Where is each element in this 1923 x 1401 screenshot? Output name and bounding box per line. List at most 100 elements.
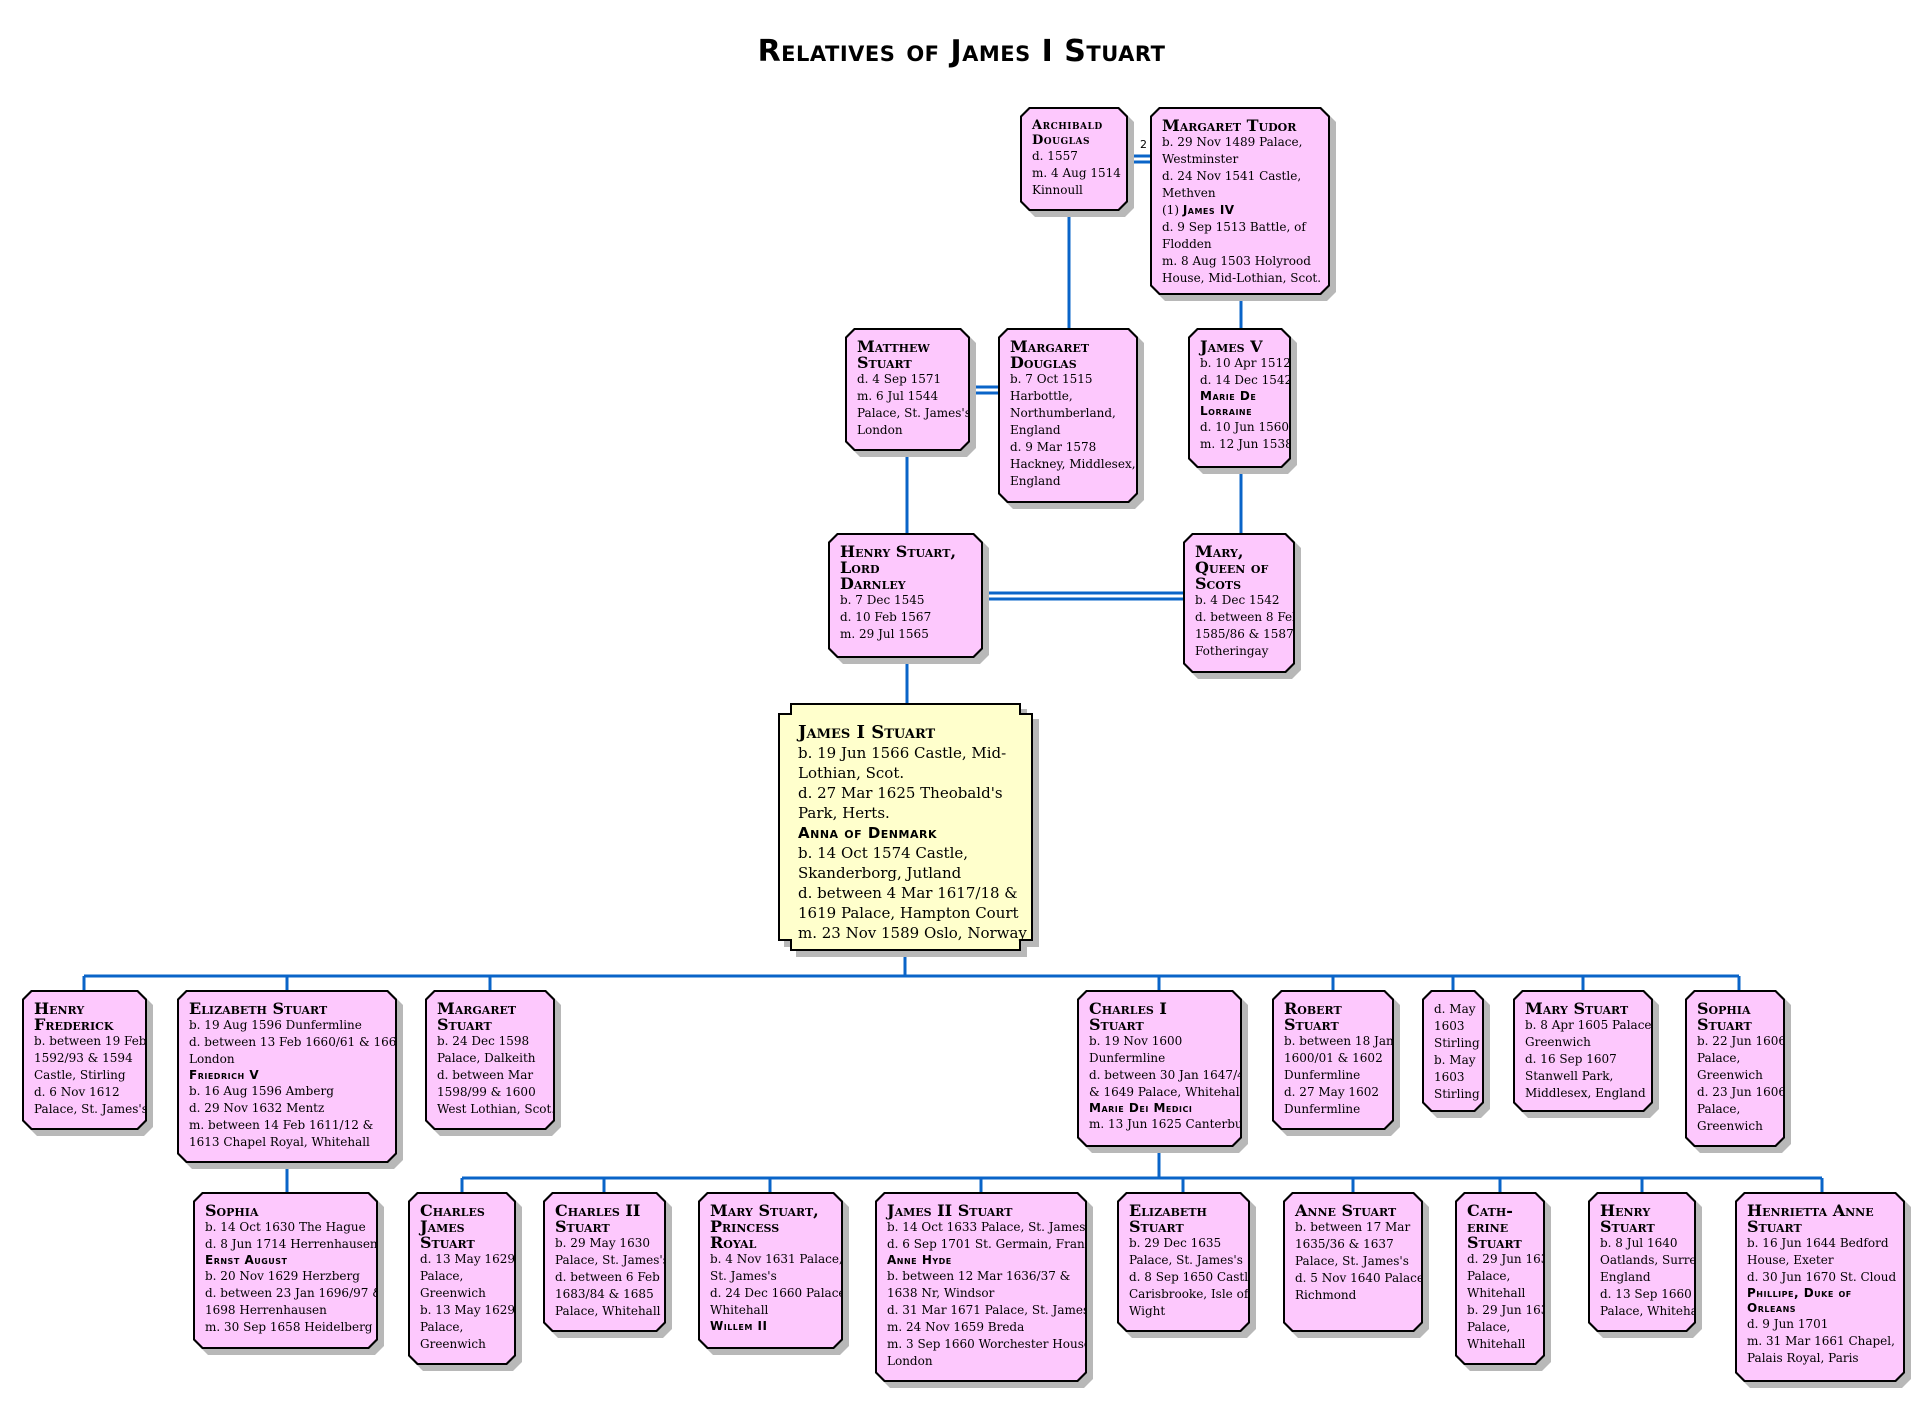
person-name: Princess	[710, 1217, 780, 1236]
detail-line: Oatlands, Surrey,	[1600, 1253, 1706, 1267]
person-name: James	[420, 1217, 465, 1236]
detail-line: d. 27 Mar 1625 Theobald's	[798, 784, 1003, 802]
detail-line: d. 1557	[1032, 149, 1078, 163]
person-name: Queen of	[1195, 558, 1269, 577]
detail-line: 1585/86 & 1587	[1195, 627, 1294, 641]
detail-line: Greenwich	[420, 1337, 486, 1351]
detail-line: 1635/36 & 1637	[1295, 1237, 1394, 1251]
detail-line: b. 29 Nov 1489 Palace,	[1162, 135, 1303, 149]
spouse-name: Marie De	[1200, 389, 1257, 403]
person-name: Douglas	[1010, 353, 1077, 372]
person-name: Stuart	[857, 353, 912, 372]
person-name: Darnley	[840, 574, 906, 593]
detail-line: d. 6 Nov 1612	[34, 1085, 120, 1099]
detail-line: Greenwich	[1697, 1119, 1763, 1133]
detail-line: England	[1010, 474, 1061, 488]
person-name: Henrietta Anne	[1747, 1201, 1874, 1220]
detail-line: d. 16 Sep 1607	[1525, 1052, 1617, 1066]
person-name: Scots	[1195, 574, 1242, 593]
detail-line: d. between 23 Jan 1696/97 &	[205, 1286, 383, 1300]
detail-line: b. between 17 Mar	[1295, 1220, 1411, 1234]
detail-line: d. 10 Feb 1567	[840, 610, 932, 624]
person-name: Frederick	[34, 1015, 114, 1034]
detail-line: 1698 Herrenhausen	[205, 1303, 327, 1317]
detail-line: Carisbrooke, Isle of	[1129, 1287, 1249, 1301]
detail-line: Northumberland,	[1010, 406, 1116, 420]
detail-line: m. 4 Aug 1514	[1032, 166, 1121, 180]
detail-line: Greenwich	[1525, 1035, 1591, 1049]
detail-line: Palace,	[1467, 1269, 1511, 1283]
person-name: Charles I	[1089, 999, 1167, 1018]
detail-line: d. between 6 Feb	[555, 1270, 660, 1284]
detail-line: b. 19 Jun 1566 Castle, Mid-	[798, 744, 1007, 762]
detail-line: b. 19 Aug 1596 Dunfermline	[189, 1018, 362, 1032]
detail-line: b. 14 Oct 1574 Castle,	[798, 844, 969, 862]
detail-line: b. 29 Dec 1635	[1129, 1236, 1222, 1250]
person-name: Henry Stuart,	[840, 542, 957, 561]
detail-line: 1683/84 & 1685	[555, 1287, 654, 1301]
person-name: Stuart	[1467, 1233, 1522, 1252]
marriage-number: (1)	[1162, 203, 1183, 217]
spouse-name: Willem II	[710, 1319, 768, 1333]
detail-line: m. 6 Jul 1544	[857, 389, 939, 403]
person-name: Margaret	[437, 999, 517, 1018]
person-name: Margaret Tudor	[1162, 116, 1297, 135]
person-name: Royal	[710, 1233, 757, 1252]
detail-line: Castle, Stirling	[34, 1068, 126, 1082]
person-name: Sophia	[1697, 999, 1751, 1018]
person-name: Mary,	[1195, 542, 1244, 561]
detail-line: Greenwich	[420, 1286, 486, 1300]
spouse-name: James IV	[1182, 203, 1235, 217]
detail-line: d. 5 Nov 1640 Palace,	[1295, 1271, 1428, 1285]
person-name: Cath-	[1467, 1201, 1513, 1220]
detail-line: m. between 14 Feb 1611/12 &	[189, 1118, 374, 1132]
detail-line: b. 16 Jun 1644 Bedford	[1747, 1236, 1889, 1250]
detail-line: b. 29 May 1630	[555, 1236, 650, 1250]
detail-line: b. 24 Dec 1598	[437, 1034, 530, 1048]
detail-line: Palace, Whitehall	[1600, 1304, 1706, 1318]
detail-line: d. 29 Jun 1639	[1467, 1252, 1557, 1266]
detail-line: b. 19 Nov 1600	[1089, 1034, 1183, 1048]
detail-line: 1638 Nr, Windsor	[887, 1286, 995, 1300]
detail-line: Park, Herts.	[798, 804, 890, 822]
person-name: Stuart	[1697, 1015, 1752, 1034]
detail-line: Palace, St. James's	[555, 1253, 669, 1267]
detail-line: Westminster	[1162, 152, 1239, 166]
detail-line: b. 8 Apr 1605 Palace,	[1525, 1018, 1656, 1032]
spouse-name: Lorraine	[1200, 404, 1253, 418]
detail-line: Dunfermline	[1089, 1051, 1166, 1065]
detail-line: b. 29 Jun 1639	[1467, 1303, 1557, 1317]
detail-line: m. 8 Aug 1503 Holyrood	[1162, 254, 1311, 268]
detail-line: Palace, Whitehall	[555, 1304, 661, 1318]
person-name: Stuart	[1284, 1015, 1339, 1034]
person-name: Anne Stuart	[1295, 1201, 1397, 1220]
detail-line: Palace,	[420, 1269, 464, 1283]
person-name: Stuart	[1089, 1015, 1144, 1034]
detail-line: England	[1600, 1270, 1651, 1284]
person-name: Stuart	[420, 1233, 475, 1252]
detail-line: b. 8 Jul 1640	[1600, 1236, 1678, 1250]
detail-line: Palace, St. James's,	[857, 406, 975, 420]
detail-line: b. between 12 Mar 1636/37 &	[887, 1269, 1071, 1283]
person-name: Sophia	[205, 1201, 259, 1220]
detail-line: Stirling	[1434, 1036, 1480, 1050]
detail-line: m. 30 Sep 1658 Heidelberg	[205, 1320, 373, 1334]
detail-line: b. May	[1434, 1053, 1476, 1067]
detail-line: d. 27 May 1602	[1284, 1085, 1379, 1099]
detail-line: d. 13 Sep 1660	[1600, 1287, 1692, 1301]
detail-line: m. 29 Jul 1565	[840, 627, 929, 641]
person-name: Stuart	[1747, 1217, 1802, 1236]
detail-line: b. 4 Dec 1542	[1195, 593, 1280, 607]
detail-line: Palace,	[1467, 1320, 1511, 1334]
